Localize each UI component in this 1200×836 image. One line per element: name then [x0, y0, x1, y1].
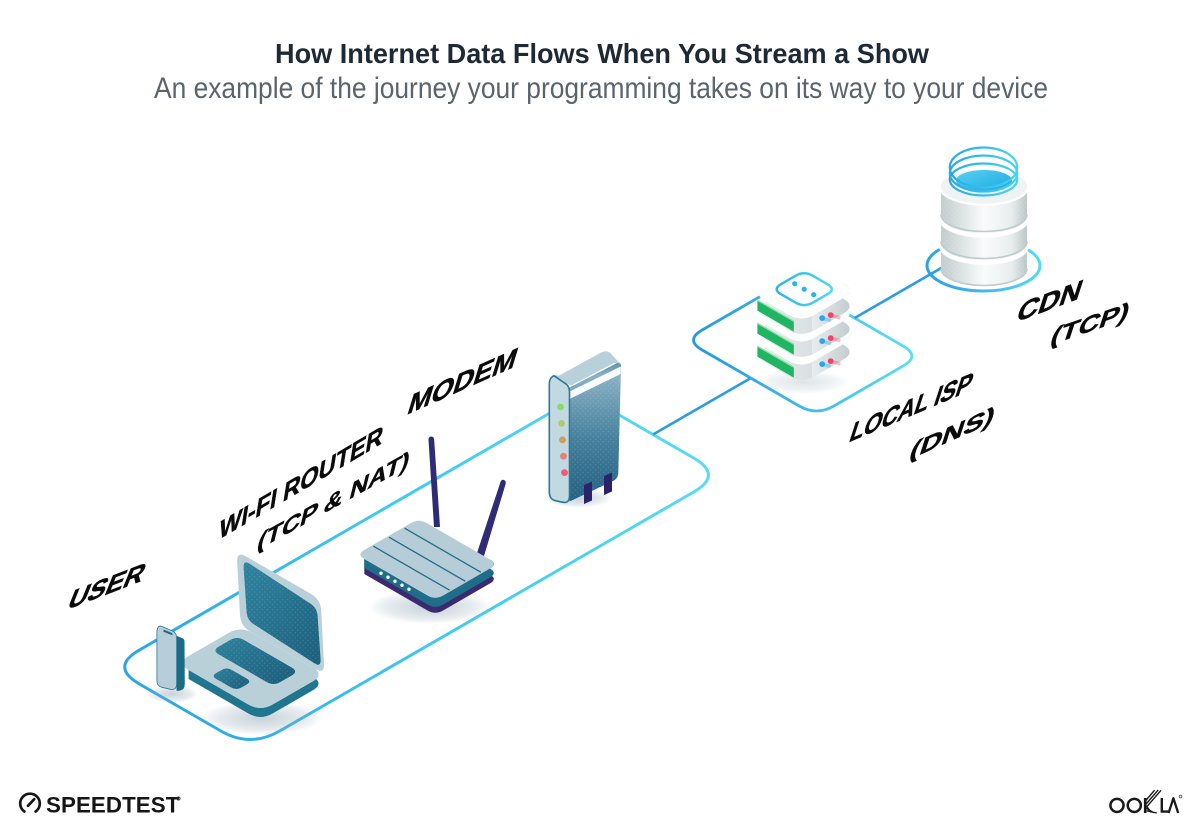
svg-text:MODEM: MODEM: [404, 341, 522, 421]
svg-text:USER: USER: [63, 557, 150, 617]
svg-text:SPEEDTEST: SPEEDTEST: [46, 793, 180, 818]
svg-text:An example of the journey your: An example of the journey your programmi…: [154, 72, 1048, 105]
svg-text:How Internet Data Flows When Y: How Internet Data Flows When You Stream …: [275, 38, 929, 69]
